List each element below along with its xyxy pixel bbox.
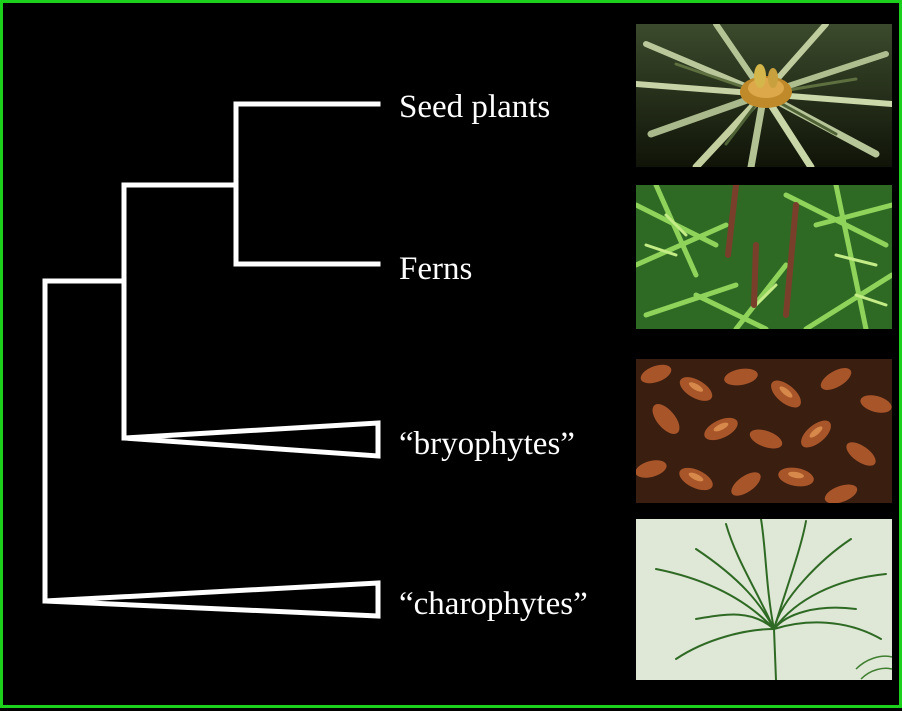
fern-photo [636, 185, 892, 329]
charophytes-clade-triangle [45, 583, 378, 616]
moss-photo [636, 359, 892, 503]
taxon-label-bryophytes: “bryophytes” [399, 428, 575, 461]
taxon-label-seed-plants: Seed plants [399, 91, 550, 124]
green-alga-photo [636, 519, 892, 680]
taxon-label-charophytes: “charophytes” [399, 588, 588, 621]
taxon-label-ferns: Ferns [399, 253, 472, 286]
cycad-photo [636, 24, 892, 167]
bryophytes-clade-triangle [124, 423, 378, 456]
